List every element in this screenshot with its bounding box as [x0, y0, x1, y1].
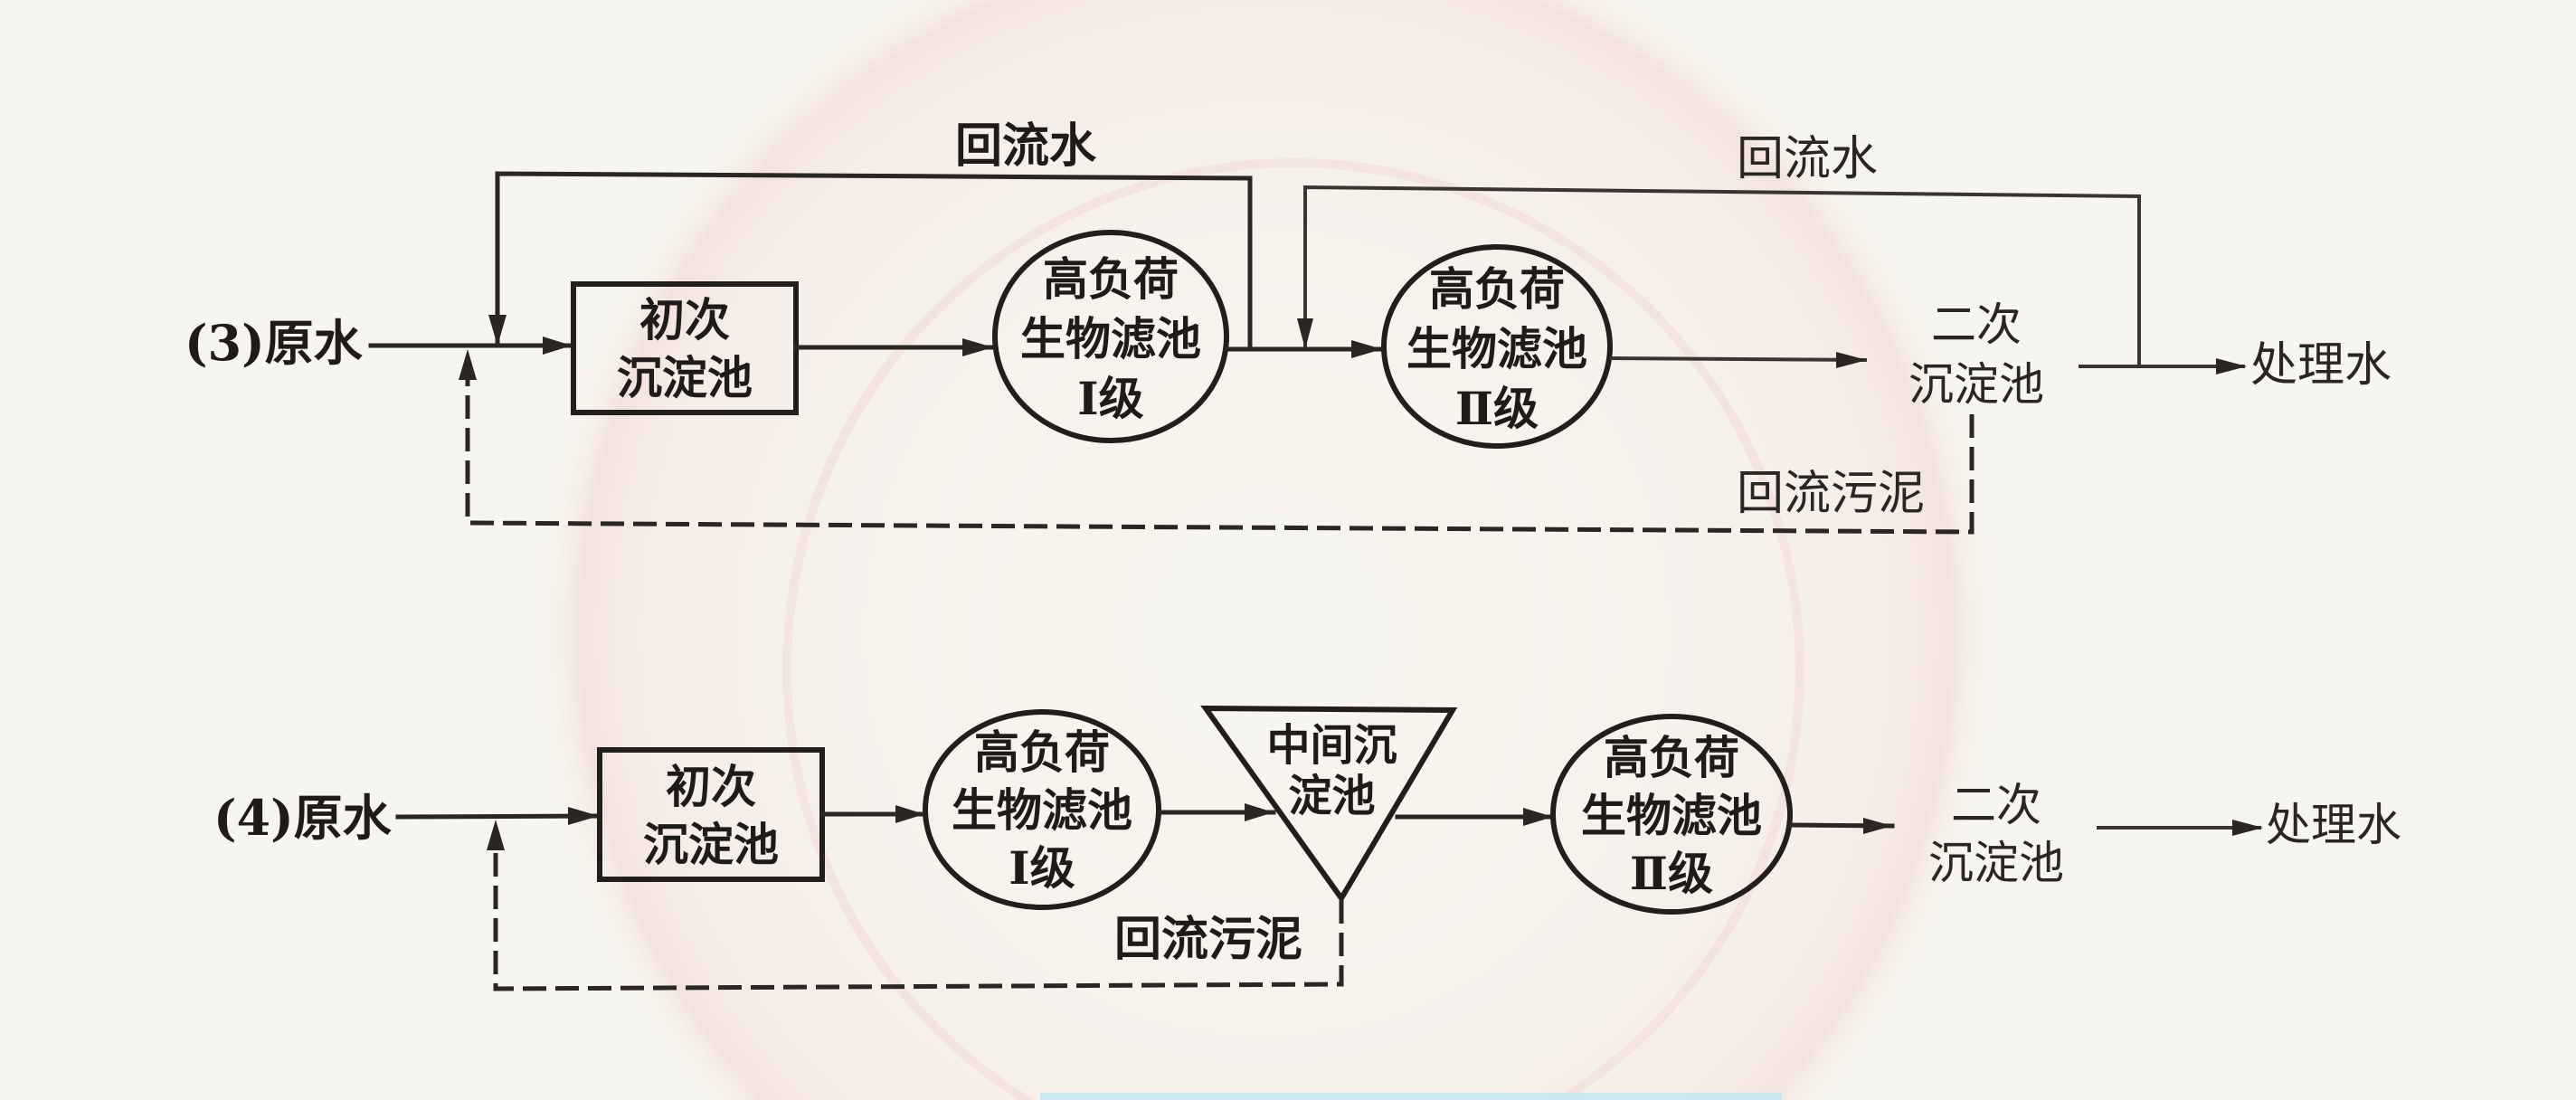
d3-recycle-water-label-2: 回流水	[1737, 132, 1879, 186]
bottom-strip	[1040, 1093, 1782, 1100]
d3-filter-stage2-circle	[1381, 244, 1613, 449]
d3-primary-clarifier-label: 初次 沉淀池	[573, 291, 796, 407]
d3-arrow-into-secondary-icon	[1836, 352, 1867, 368]
d4-primary-line2: 沉淀池	[643, 818, 779, 871]
d4-intermediate-line2: 淀池	[1288, 771, 1376, 821]
d3-filter-stage1-label: 高负荷 生物滤池 Ⅰ级	[995, 250, 1226, 429]
d3-primary-line1: 初次	[639, 293, 730, 346]
d4-filter2-line1: 高负荷	[1604, 731, 1739, 784]
d3-filter2-line2: 生物滤池	[1406, 322, 1587, 375]
d3-filter-stage1-circle	[992, 230, 1229, 443]
d4-filter2-line3: Ⅱ级	[1629, 847, 1714, 900]
d4-inflow-line	[395, 813, 601, 820]
d4-primary-clarifier-label: 初次 沉淀池	[600, 758, 822, 874]
d4-secondary-line2: 沉淀池	[1928, 837, 2064, 889]
d3-filter1-line3: Ⅰ级	[1077, 372, 1144, 425]
d3-filter2-line3: Ⅱ级	[1454, 382, 1539, 435]
d4-filter-stage2-circle	[1550, 714, 1793, 915]
d3-effluent-label: 处理水	[2250, 338, 2392, 393]
d4-arrow-into-primary-icon	[568, 807, 599, 825]
d4-filter-stage1-label: 高负荷 生物滤池 Ⅰ级	[925, 724, 1159, 897]
d4-secondary-clarifier-label: 二次 沉淀池	[1910, 776, 2082, 892]
d4-arrow-effluent-icon	[2232, 820, 2263, 836]
d3-recycle-sludge-loop	[465, 362, 1975, 535]
d3-recycle-water1-arrow-icon	[488, 315, 507, 346]
d4-primary-line1: 初次	[666, 760, 756, 813]
d3-arrow-effluent-icon	[2216, 358, 2247, 375]
d3-recycle-water-label-1: 回流水	[955, 119, 1097, 174]
d4-filter1-line3: Ⅰ级	[1009, 841, 1075, 895]
d4-raw-water-label: (4)原水	[213, 789, 392, 847]
diagram-3	[368, 171, 2247, 535]
d4-effluent-label: 处理水	[2266, 799, 2401, 851]
d4-intermediate-line1: 中间沉	[1266, 720, 1397, 771]
d4-recycle-sludge-label: 回流污泥	[1114, 912, 1303, 967]
watermark-circle	[470, 0, 2062, 1100]
d3-filter1-line2: 生物滤池	[1020, 312, 1201, 365]
d4-secondary-line1: 二次	[1951, 779, 2041, 831]
d3-secondary-line1: 二次	[1931, 299, 2022, 351]
d3-secondary-line2: 沉淀池	[1908, 358, 2044, 411]
d4-arrow-into-secondary-icon	[1863, 818, 1892, 834]
d3-filter-stage2-label: 高负荷 生物滤池 Ⅱ级	[1384, 260, 1610, 439]
d4-filter2-line2: 生物滤池	[1581, 789, 1762, 842]
d3-arrow-into-filter2-icon	[1351, 340, 1382, 358]
d3-arrow-into-filter1-icon	[962, 338, 993, 356]
d4-filter-stage2-label: 高负荷 生物滤池 Ⅱ级	[1553, 729, 1790, 903]
d4-arrow-into-filter2-icon	[1523, 808, 1553, 826]
d3-primary-line2: 沉淀池	[617, 351, 753, 404]
d3-secondary-clarifier-label: 二次 沉淀池	[1890, 295, 2062, 414]
d3-recycle-water2-arrow-icon	[1297, 318, 1313, 349]
diagram-4	[395, 705, 2263, 991]
d3-recycle-sludge-arrow-icon	[459, 349, 477, 380]
d3-filter1-line1: 高负荷	[1043, 252, 1179, 306]
watermark-inner-ring	[782, 158, 1804, 1100]
d3-recycle-sludge-label: 回流污泥	[1737, 467, 1926, 521]
d3-arrow-into-primary-icon	[543, 337, 572, 355]
d3-recycle-water-loop2	[1303, 185, 2141, 366]
d4-arrow-into-intermediate-icon	[1245, 803, 1274, 821]
d4-arrow-into-filter1-icon	[895, 805, 924, 823]
d3-recycle-water-loop1	[495, 171, 1253, 352]
d4-intermediate-clarifier-triangle	[1200, 705, 1458, 904]
d4-filter1-line2: 生物滤池	[952, 783, 1132, 837]
d4-filter-stage1-circle	[923, 709, 1161, 910]
d4-intermediate-clarifier-label: 中间沉 淀池	[1253, 720, 1411, 821]
d3-line-filter2-to-secondary	[1609, 356, 1868, 362]
d3-filter2-line1: 高负荷	[1429, 262, 1565, 316]
d4-recycle-sludge-arrow-icon	[487, 820, 505, 850]
d3-raw-water-label: (3)原水	[185, 314, 363, 372]
d4-recycle-sludge-loop	[493, 832, 1344, 991]
d4-filter1-line1: 高负荷	[974, 725, 1110, 779]
